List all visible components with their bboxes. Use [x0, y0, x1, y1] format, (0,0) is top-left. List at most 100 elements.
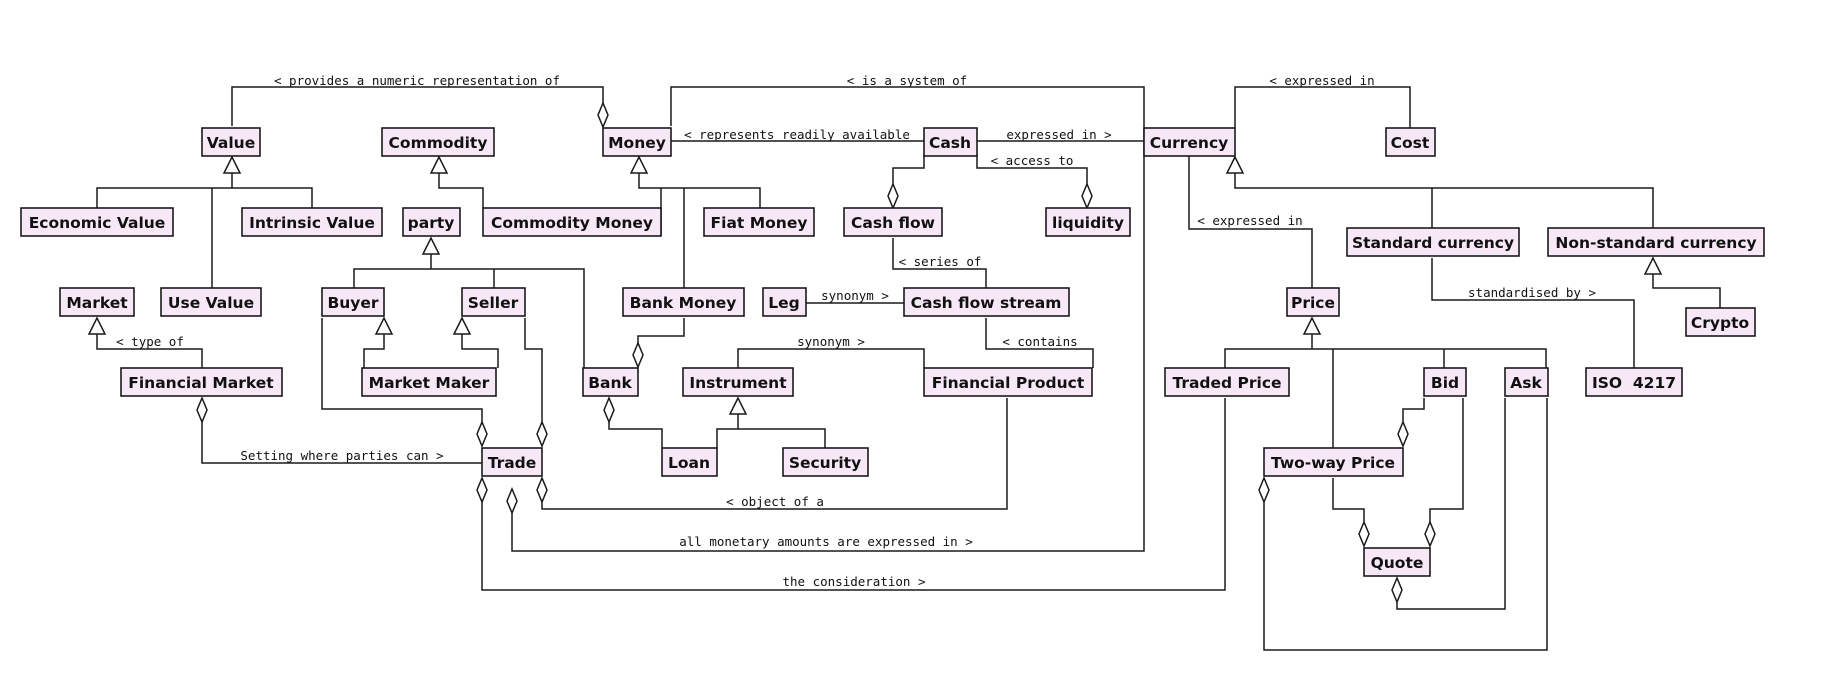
- node-bank[interactable]: Bank: [582, 367, 639, 397]
- edge-bid-twoway: [1402, 398, 1425, 422]
- edge-buyer-trade: [321, 318, 483, 422]
- node-ask[interactable]: Ask: [1504, 367, 1549, 397]
- node-economic-value[interactable]: Economic Value: [20, 207, 174, 237]
- node-two-way-price[interactable]: Two-way Price: [1263, 447, 1404, 477]
- node-liquidity-label: liquidity: [1052, 214, 1124, 232]
- node-two-way-price-label: Two-way Price: [1271, 454, 1395, 472]
- node-value[interactable]: Value: [201, 127, 261, 157]
- node-market-maker-label: Market Maker: [369, 374, 490, 392]
- node-market[interactable]: Market: [59, 287, 135, 317]
- node-cost-label: Cost: [1391, 134, 1430, 152]
- label-series-of: < series of: [899, 254, 982, 269]
- node-party-label: party: [408, 214, 455, 232]
- node-traded-price-label: Traded Price: [1172, 374, 1281, 392]
- node-seller[interactable]: Seller: [461, 287, 526, 317]
- node-leg-label: Leg: [768, 294, 799, 312]
- label-contains: < contains: [1002, 334, 1077, 349]
- edge-ask-twoway: [1263, 398, 1548, 651]
- generalization-triangle-icon: [1302, 316, 1322, 335]
- node-financial-market[interactable]: Financial Market: [120, 367, 283, 397]
- node-trade[interactable]: Trade: [481, 447, 543, 477]
- edge-stream-product: [985, 318, 1094, 368]
- edge-currency-price: [1188, 156, 1313, 288]
- node-cash-flow-stream-label: Cash flow stream: [911, 294, 1062, 312]
- edge-gen-money: [638, 173, 761, 208]
- label-is-system-of: < is a system of: [847, 73, 967, 88]
- node-liquidity[interactable]: liquidity: [1045, 207, 1131, 237]
- node-market-maker[interactable]: Market Maker: [361, 367, 497, 397]
- node-bank-money-label: Bank Money: [630, 294, 737, 312]
- node-traded-price[interactable]: Traded Price: [1164, 367, 1290, 397]
- node-iso-4217[interactable]: ISO 4217: [1585, 367, 1683, 397]
- edge-trade-tradedprice: [481, 398, 1226, 591]
- node-commodity[interactable]: Commodity: [381, 127, 495, 157]
- generalization-triangle-icon: [222, 155, 242, 174]
- node-buyer[interactable]: Buyer: [321, 287, 385, 317]
- edge-bankmoney-bank: [637, 318, 685, 344]
- node-cash-flow-stream[interactable]: Cash flow stream: [903, 287, 1070, 317]
- aggregation-diamond-icon: [1258, 476, 1270, 504]
- node-instrument-label: Instrument: [689, 374, 787, 392]
- node-cash-flow[interactable]: Cash flow: [843, 207, 943, 237]
- node-loan[interactable]: Loan: [661, 447, 718, 477]
- generalization-triangle-icon: [374, 316, 394, 335]
- edge-gen-currency: [1234, 173, 1654, 228]
- label-expressed-in-cost: < expressed in: [1269, 73, 1374, 88]
- node-use-value-label: Use Value: [168, 294, 254, 312]
- aggregation-diamond-icon: [476, 420, 488, 448]
- label-consideration: the consideration >: [783, 574, 926, 589]
- node-price[interactable]: Price: [1286, 287, 1340, 317]
- node-crypto[interactable]: Crypto: [1685, 307, 1756, 337]
- edge-gen-market: [96, 334, 203, 368]
- node-money[interactable]: Money: [602, 127, 672, 157]
- node-instrument[interactable]: Instrument: [682, 367, 794, 397]
- node-cost[interactable]: Cost: [1385, 127, 1436, 157]
- edge-trade-product: [541, 398, 1008, 510]
- node-standard-currency[interactable]: Standard currency: [1346, 227, 1520, 257]
- node-cash[interactable]: Cash: [923, 127, 978, 157]
- edge-ask-quote: [1396, 398, 1506, 610]
- aggregation-diamond-icon: [506, 487, 518, 515]
- edge-gen-party-branches: [353, 268, 585, 368]
- node-value-label: Value: [207, 134, 255, 152]
- node-leg[interactable]: Leg: [762, 287, 807, 317]
- node-currency[interactable]: Currency: [1143, 127, 1236, 157]
- node-financial-product[interactable]: Financial Product: [923, 367, 1093, 397]
- node-commodity-money[interactable]: Commodity Money: [482, 207, 662, 237]
- node-security[interactable]: Security: [782, 447, 869, 477]
- edge-seller-trade: [524, 318, 543, 422]
- node-price-label: Price: [1291, 294, 1335, 312]
- edge-market-trade: [201, 422, 482, 464]
- node-quote[interactable]: Quote: [1363, 547, 1431, 577]
- node-quote-label: Quote: [1371, 554, 1424, 572]
- node-non-standard-currency[interactable]: Non-standard currency: [1547, 227, 1765, 257]
- edge-gen-instrument-branches: [716, 428, 826, 448]
- aggregation-diamond-icon: [1397, 420, 1409, 448]
- node-fiat-money-label: Fiat Money: [711, 214, 808, 232]
- label-represents-readily: < represents readily available: [684, 127, 910, 142]
- node-intrinsic-value[interactable]: Intrinsic Value: [241, 207, 383, 237]
- node-use-value[interactable]: Use Value: [160, 287, 262, 317]
- generalization-triangle-icon: [87, 316, 107, 335]
- edges: < provides a numeric representation of <…: [87, 73, 1721, 651]
- node-iso-4217-label: ISO 4217: [1592, 374, 1676, 392]
- node-cash-label: Cash: [929, 134, 971, 152]
- node-loan-label: Loan: [668, 454, 710, 472]
- node-commodity-money-label: Commodity Money: [491, 214, 653, 232]
- edge-cashflow-stream: [892, 238, 987, 288]
- label-expressed-in-cash: expressed in >: [1006, 127, 1111, 142]
- generalization-triangle-icon: [629, 155, 649, 174]
- node-bank-money[interactable]: Bank Money: [622, 287, 745, 317]
- edge-gen-commodity: [438, 173, 484, 208]
- node-non-standard-currency-label: Non-standard currency: [1555, 234, 1756, 252]
- node-fiat-money[interactable]: Fiat Money: [703, 207, 815, 237]
- node-party[interactable]: party: [402, 207, 461, 237]
- node-buyer-label: Buyer: [327, 294, 378, 312]
- node-financial-market-label: Financial Market: [128, 374, 274, 392]
- label-setting-where: Setting where parties can >: [240, 448, 443, 463]
- generalization-triangle-icon: [421, 236, 441, 255]
- edge-twoway-quote: [1332, 478, 1365, 522]
- node-bid[interactable]: Bid: [1423, 367, 1467, 397]
- edge-gen-value-branches: [96, 187, 313, 208]
